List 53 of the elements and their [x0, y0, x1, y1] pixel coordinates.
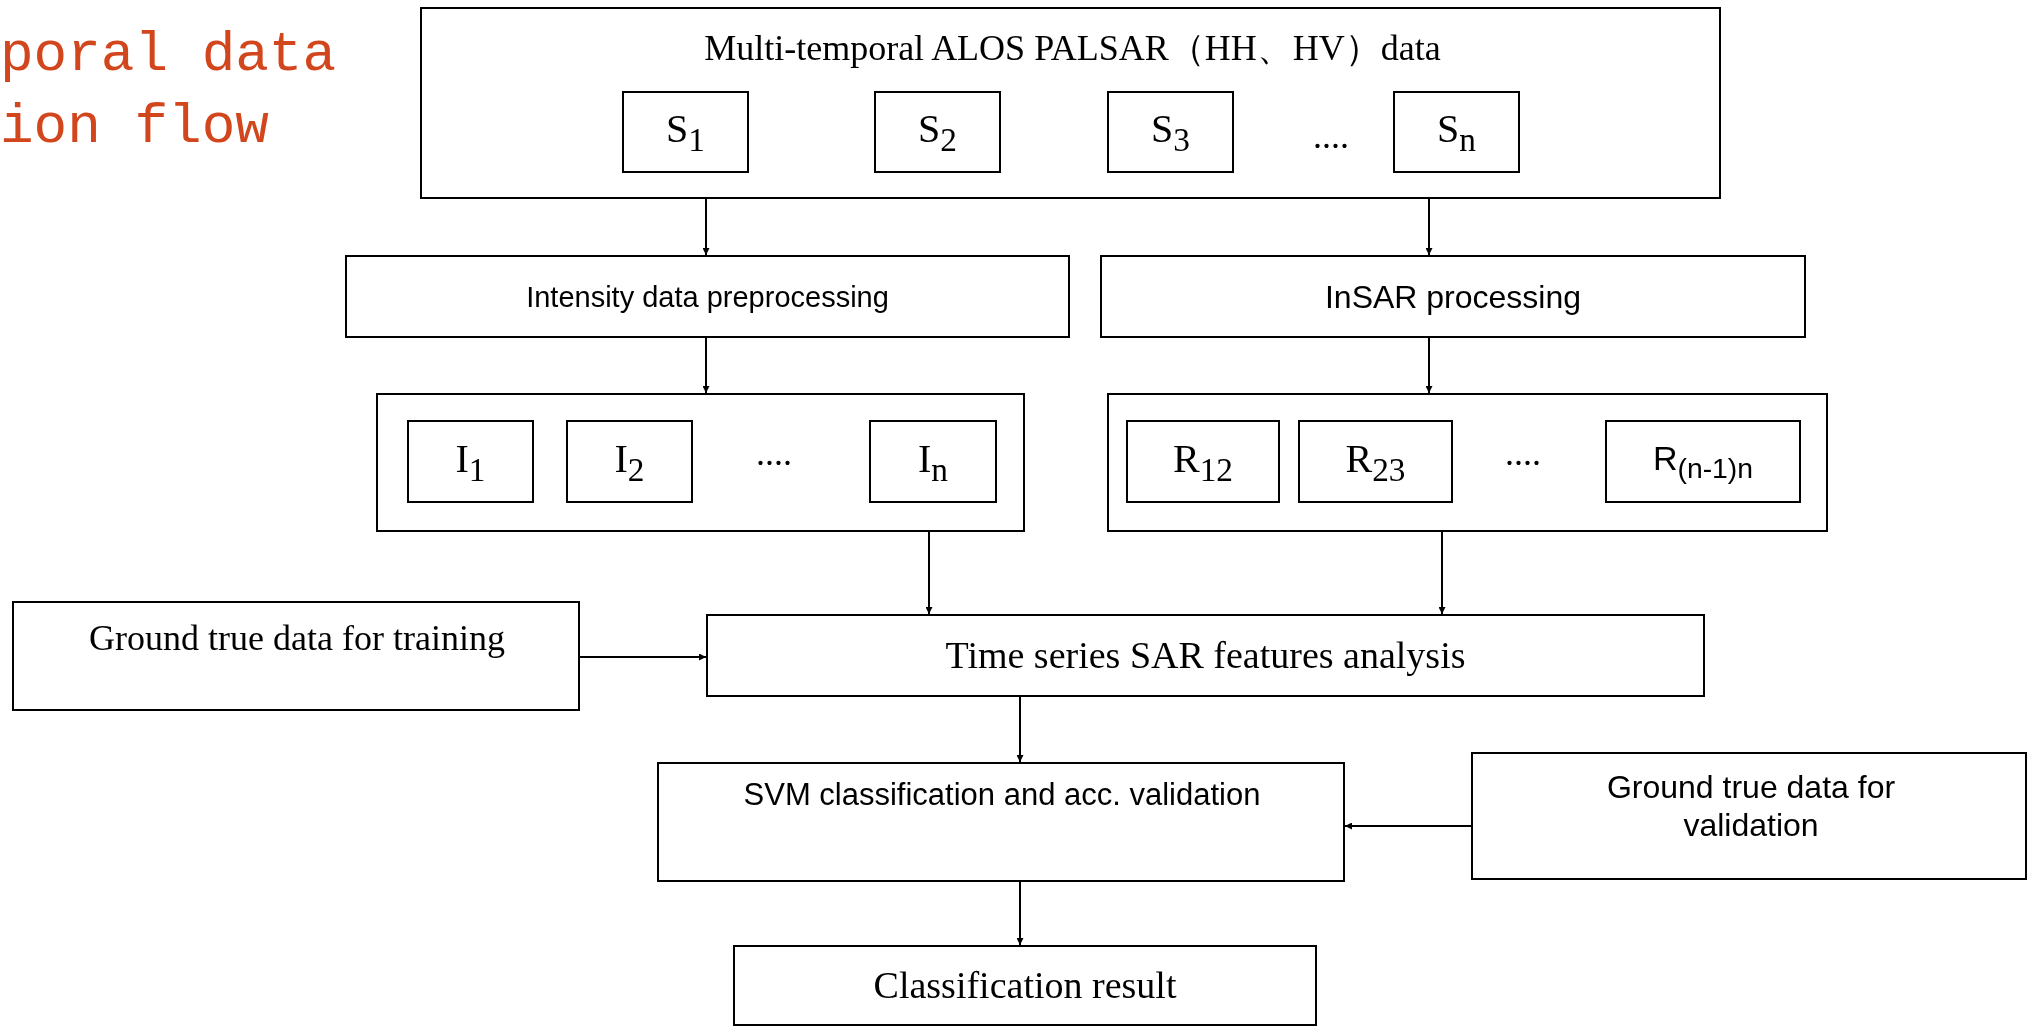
arrow [1438, 531, 1446, 615]
arrow [1016, 881, 1024, 946]
node-text: S$_{3}$ [1150, 104, 1191, 160]
data-box [622, 91, 749, 173]
node-text: I$_{1}$ [454, 434, 487, 489]
data-box [1298, 420, 1453, 503]
ellipsis-text: .... [1313, 115, 1349, 158]
data-box [874, 91, 1001, 173]
arrow [702, 198, 710, 256]
node-text: S$_{n}$ [1436, 104, 1477, 160]
heading-text: poral data [0, 22, 337, 89]
node-text: Intensity data preprocessing [525, 279, 890, 314]
node-text: I$_{2}$ [613, 434, 646, 489]
node-text: InSAR processing [1323, 277, 1583, 316]
arrow [1425, 198, 1433, 256]
process-box [706, 614, 1705, 697]
node-text: R$_{12}$ [1172, 434, 1234, 489]
group-box [1107, 393, 1828, 532]
process-box [12, 601, 580, 711]
data-box [1126, 420, 1280, 503]
node-text: SVM classification and acc. validation [742, 776, 1262, 814]
node-text: .... [756, 432, 792, 475]
data-box [566, 420, 693, 503]
data-box [1393, 91, 1520, 173]
process-box [1100, 255, 1806, 338]
arrow [702, 337, 710, 394]
node-text: I$_{n}$ [917, 434, 949, 489]
node-text: Time series SAR features analysis [944, 632, 1467, 678]
node-text: R$_{(n-1)n}$ [1651, 437, 1755, 486]
data-box [420, 7, 1721, 199]
node-text: Ground true data for validation [1605, 768, 1897, 845]
process-box [657, 762, 1345, 882]
node-text: R$_{23}$ [1344, 434, 1407, 489]
process-box [345, 255, 1070, 338]
data-box [407, 420, 534, 503]
heading-text: ion flow [0, 94, 269, 161]
node-text: S$_{2}$ [917, 104, 958, 160]
node-text: .... [1505, 432, 1541, 475]
arrow [1016, 696, 1024, 763]
data-box [1107, 91, 1234, 173]
node-text: Ground true data for training [88, 617, 506, 660]
node-text: Classification result [872, 962, 1178, 1008]
process-box [733, 945, 1317, 1026]
arrow [579, 653, 707, 661]
arrow [1425, 337, 1433, 394]
arrow [925, 531, 933, 615]
data-box [1605, 420, 1801, 503]
data-box [869, 420, 997, 503]
node-text: S$_{1}$ [665, 104, 706, 160]
group-box [376, 393, 1025, 532]
heading-text: Multi-temporal ALOS PALSAR（HH、HV）data [703, 27, 1442, 70]
process-box [1471, 752, 2027, 880]
arrow [1344, 822, 1472, 830]
